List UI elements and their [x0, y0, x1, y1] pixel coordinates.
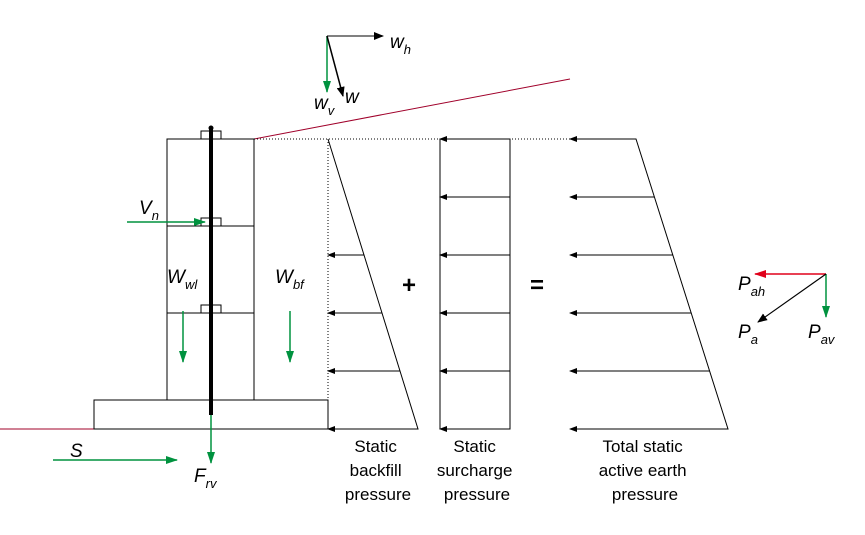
wbf-label: Wbf [275, 267, 305, 292]
backfill-caption-line-1: Static [354, 437, 397, 456]
wh-label: wh [390, 32, 411, 57]
surcharge-caption-line-1: Static [453, 437, 496, 456]
total-caption-line-3: pressure [612, 485, 678, 504]
wwl-label: Wwl [167, 267, 198, 292]
total-pressure-arrows [569, 136, 728, 432]
surcharge-caption-line-2: surcharge [437, 461, 513, 480]
surcharge-pressure-arrows [439, 136, 510, 432]
pa-arrow [757, 273, 827, 323]
backfill-slope-line [253, 78, 571, 140]
total-pressure-outline [570, 138, 729, 430]
backfill-pressure-arrows [327, 252, 418, 432]
total-caption-line-1: Total static [602, 437, 683, 456]
surcharge-pressure-outline [439, 138, 511, 430]
s-label: S [70, 441, 83, 462]
frv-label: Frv [194, 466, 218, 491]
w-arrow [326, 35, 345, 97]
backfill-caption-line-2: backfill [350, 461, 402, 480]
surcharge-caption: Static surcharge pressure [437, 437, 517, 504]
total-caption-line-2: active earth [599, 461, 687, 480]
pah-label: Pah [738, 274, 765, 299]
pav-label: Pav [808, 322, 836, 347]
vn-label: Vn [139, 198, 159, 223]
plus-operator: + [402, 272, 416, 299]
equals-operator: = [530, 272, 544, 299]
backfill-caption-line-3: pressure [345, 485, 411, 504]
wv-label: wv [314, 93, 336, 118]
w-label: w [345, 87, 360, 108]
reinforcement-bar-cap [208, 125, 214, 131]
pa-label: Pa [738, 322, 758, 347]
total-caption: Total static active earth pressure [599, 437, 692, 504]
surcharge-caption-line-3: pressure [444, 485, 510, 504]
backfill-caption: Static backfill pressure [345, 437, 411, 504]
